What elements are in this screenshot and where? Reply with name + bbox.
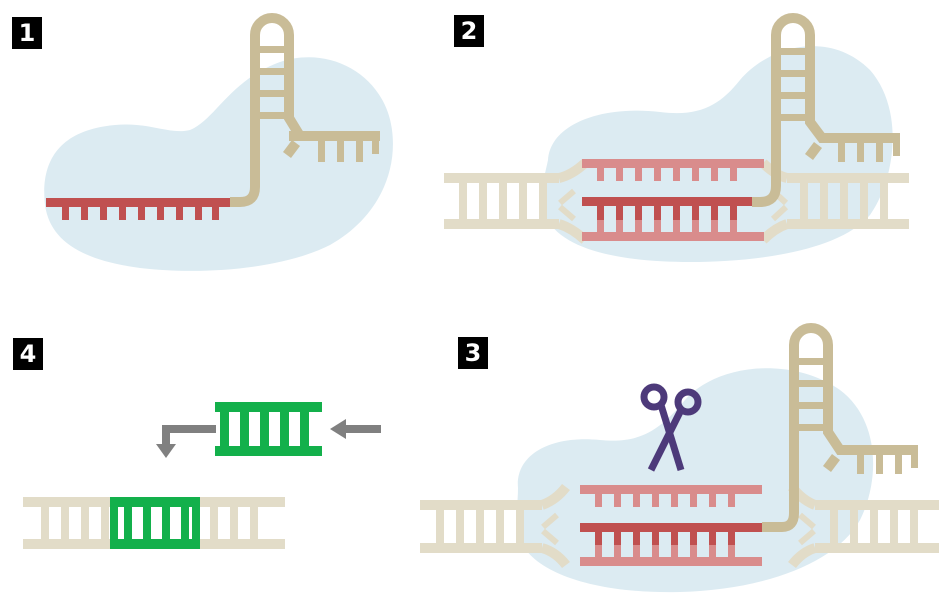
step-badge-2: 2	[454, 15, 484, 47]
cas9-protein-1	[44, 57, 393, 271]
scissors-icon	[640, 383, 702, 472]
dna-target-bottom-3	[580, 557, 762, 566]
guide-rna-scaffold-2	[752, 13, 900, 207]
guide-rna-scaffold-1	[230, 13, 380, 207]
tail-teeth-3	[857, 454, 918, 474]
step-badge-3: 3	[458, 337, 488, 369]
spacer-teeth-1	[62, 205, 219, 220]
tail-teeth-2	[838, 142, 900, 162]
spacer-rna-2	[582, 197, 752, 206]
step-badge-4: 4	[13, 338, 43, 370]
panel-1	[44, 13, 393, 271]
dna-target-top-3	[580, 485, 762, 494]
dna-target-top-2	[582, 159, 764, 168]
cas9-protein-3	[516, 368, 874, 593]
dna-right-3	[788, 483, 939, 569]
panel-2	[444, 13, 909, 262]
hairpin-rungs-3	[797, 358, 825, 431]
insert-dna-4	[215, 402, 322, 456]
arrow-left-icon	[330, 419, 381, 439]
dna-target-top-teeth-2	[597, 166, 737, 181]
edited-dna-4	[23, 497, 285, 549]
dna-left-2	[444, 159, 589, 244]
dna-target-bottom-2	[582, 232, 764, 241]
step-badge-1: 1	[12, 17, 42, 49]
arrow-down-left-icon	[156, 425, 216, 458]
panel-3	[420, 323, 939, 593]
tail-teeth-1	[318, 140, 379, 162]
panel-4	[23, 402, 381, 549]
hairpin-rungs-1	[258, 46, 286, 119]
hairpin-rungs-2	[779, 48, 807, 121]
spacer-rna-1	[46, 198, 230, 207]
dna-left-3	[420, 483, 570, 569]
inserted-segment-4	[110, 497, 200, 549]
spacer-rna-3	[580, 523, 762, 532]
spacer-teeth-2	[597, 205, 737, 220]
guide-rna-scaffold-3	[762, 323, 918, 532]
